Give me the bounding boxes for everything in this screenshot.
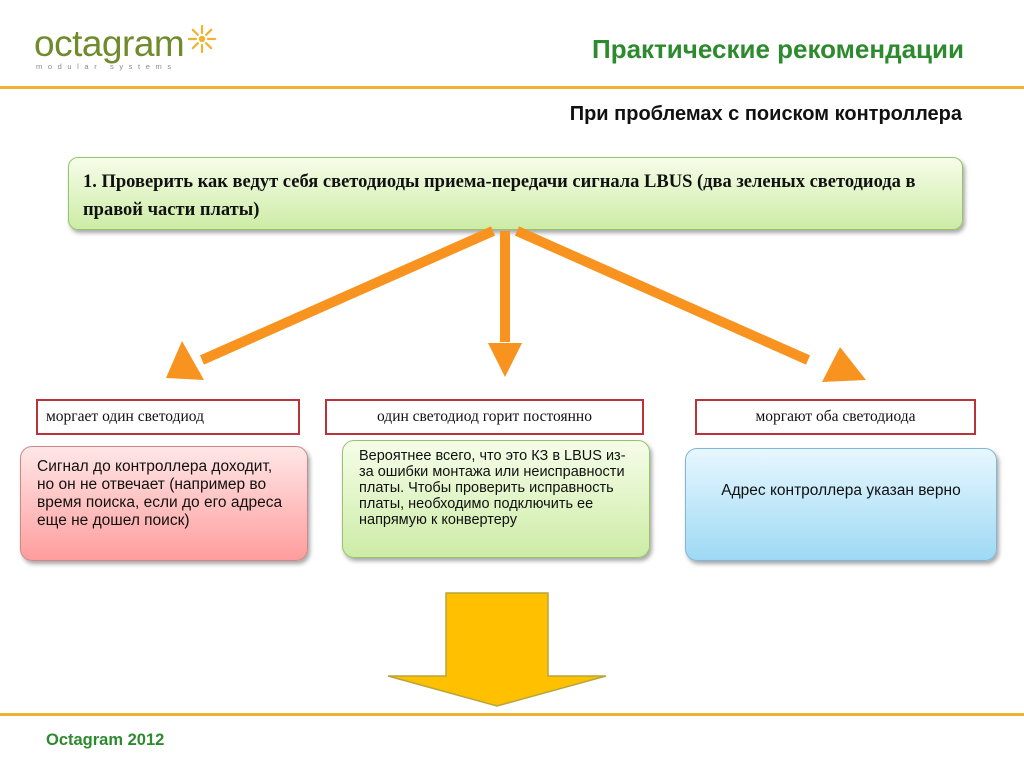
footer-divider xyxy=(0,713,1024,716)
branch-label-one-blinks: моргает один светодиод xyxy=(36,399,300,435)
branch-text: Вероятнее всего, что это КЗ в LBUS из-за… xyxy=(359,448,626,528)
step-box: 1. Проверить как ведут себя светодиоды п… xyxy=(68,157,963,230)
branch-card-one-steady: Вероятнее всего, что это КЗ в LBUS из-за… xyxy=(342,440,650,558)
header-divider xyxy=(0,86,1024,89)
branch-text: Сигнал до контроллера доходит, но он не … xyxy=(37,458,283,529)
footer-text: Octagram 2012 xyxy=(46,731,165,749)
arrow-left-shaft xyxy=(199,226,496,365)
branch-text: Адрес контроллера указан верно xyxy=(721,482,961,499)
logo-wordmark: octagram xyxy=(34,23,185,64)
branch-label-one-steady: один светодиод горит постоянно xyxy=(325,399,644,435)
branch-card-one-blinks: Сигнал до контроллера доходит, но он не … xyxy=(20,446,308,561)
arrow-center-head xyxy=(488,343,522,377)
section-subtitle: При проблемах с поиском контроллера xyxy=(569,103,962,125)
step-text: 1. Проверить как ведут себя светодиоды п… xyxy=(83,172,916,220)
star-icon xyxy=(187,24,217,54)
arrow-left-head xyxy=(166,341,204,380)
branch-label-both-blink: моргают оба светодиода xyxy=(695,399,976,435)
arrow-right-shaft xyxy=(514,226,811,365)
next-step-arrow xyxy=(387,592,607,707)
arrow-right-head xyxy=(822,347,866,382)
page-title: Практические рекомендации xyxy=(592,34,964,64)
branch-card-both-blink: Адрес контроллера указан верно xyxy=(685,448,997,561)
logo-tagline: modular systems xyxy=(36,62,177,71)
octagram-logo: octagram modular systems xyxy=(34,24,224,76)
